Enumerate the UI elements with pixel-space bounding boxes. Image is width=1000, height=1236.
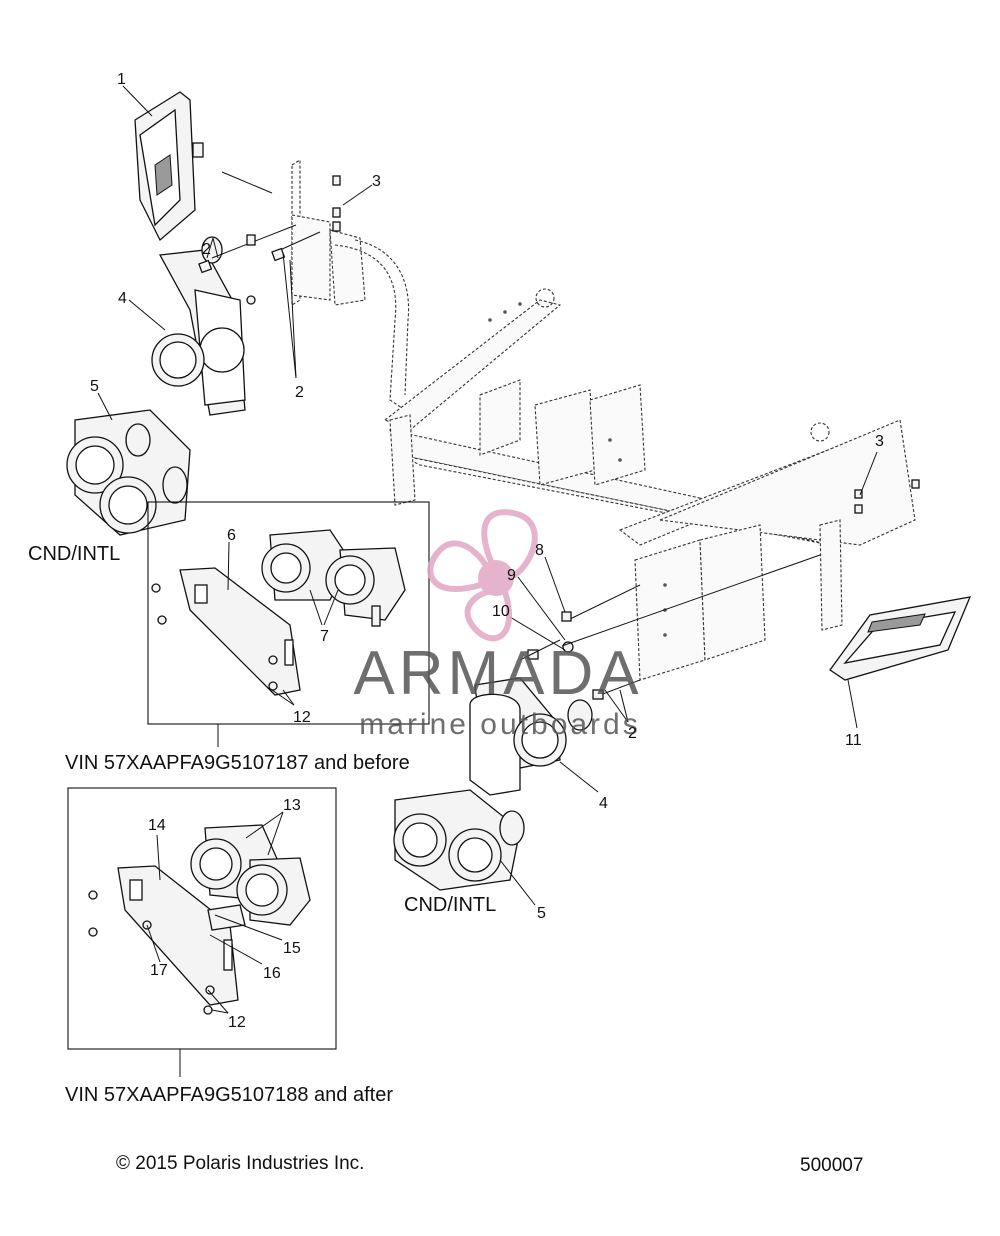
watermark-brand: ARMADA [353, 639, 642, 708]
callout-2: 2 [295, 384, 304, 401]
caption-cnd-intl-right: CND/INTL [404, 894, 496, 916]
callout-2: 2 [202, 241, 211, 258]
fasteners [198, 171, 920, 700]
callout-3: 3 [875, 433, 884, 450]
callout-10: 10 [492, 603, 510, 620]
part-4-headlight-lower [469, 677, 593, 796]
detail-box-vin-after [67, 787, 337, 1050]
watermark: ARMADA marine outboards [353, 509, 642, 741]
copyright-text: © 2015 Polaris Industries Inc. [116, 1153, 364, 1174]
part-5-headlight-pair-right [393, 789, 525, 891]
callout-11: 11 [845, 732, 862, 749]
part-1-lens-cover-left [134, 91, 204, 242]
vehicle-frame [291, 159, 916, 681]
part-4-headlight-upper [151, 236, 246, 416]
callout-6: 6 [227, 527, 236, 544]
callout-12: 12 [293, 709, 311, 726]
callout-13: 13 [283, 797, 301, 814]
captions: CND/INTL CND/INTL VIN 57XAAPFA9G5107187 … [28, 543, 496, 1106]
callout-14: 14 [148, 817, 166, 834]
callout-4: 4 [118, 290, 127, 307]
caption-cnd-intl-left: CND/INTL [28, 543, 120, 565]
footer: © 2015 Polaris Industries Inc. 500007 [116, 1153, 863, 1176]
callout-5: 5 [90, 378, 99, 395]
propeller-logo [427, 509, 538, 642]
detail-box-vin-before [147, 501, 430, 725]
callout-12: 12 [228, 1014, 246, 1031]
caption-vin-before: VIN 57XAAPFA9G5107187 and before [65, 752, 410, 774]
callout-7: 7 [320, 628, 329, 645]
callout-1: 1 [117, 71, 126, 88]
callout-8: 8 [535, 542, 544, 559]
callout-4: 4 [599, 795, 608, 812]
leader-lines [97, 85, 878, 1077]
callout-16: 16 [263, 965, 281, 982]
caption-vin-after: VIN 57XAAPFA9G5107188 and after [65, 1084, 393, 1106]
watermark-tagline: marine outboards [359, 708, 640, 741]
callout-labels: 1 2 2 2 3 3 4 4 5 5 6 7 8 9 10 11 12 12 … [90, 71, 884, 1031]
diagram-number: 500007 [800, 1155, 863, 1176]
callout-5: 5 [537, 905, 546, 922]
callout-9: 9 [507, 567, 516, 584]
callout-2: 2 [628, 725, 637, 742]
part-5-headlight-pair-left [66, 409, 191, 536]
callout-15: 15 [283, 940, 301, 957]
part-11-lens-cover-right [829, 596, 972, 681]
callout-3: 3 [372, 173, 381, 190]
callout-17: 17 [150, 962, 168, 979]
